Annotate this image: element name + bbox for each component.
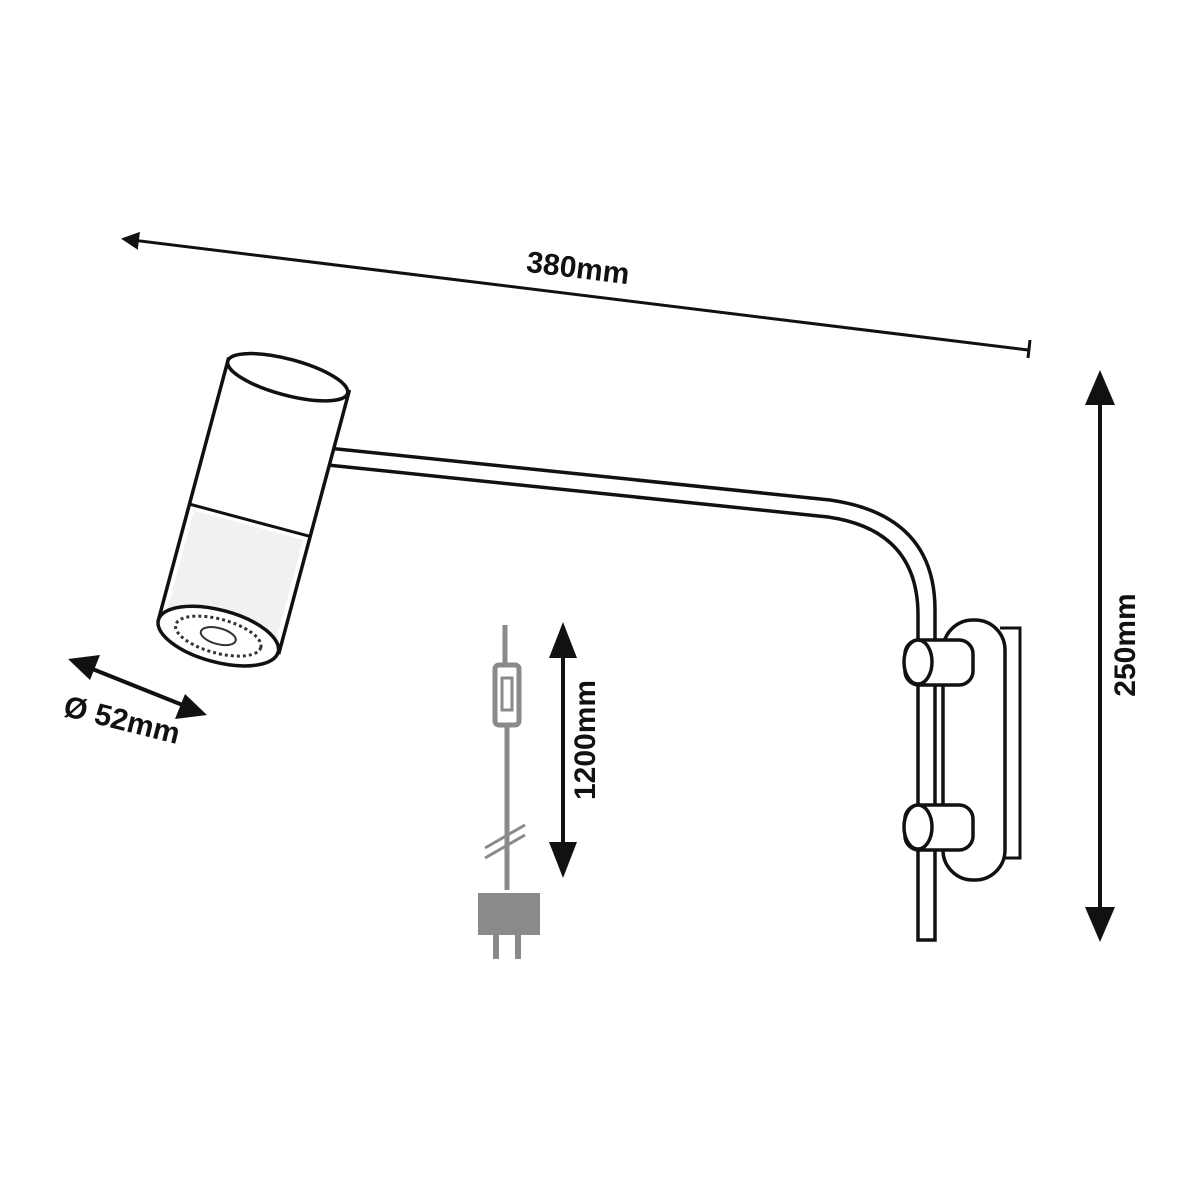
- mount-knob-top: [902, 638, 975, 687]
- lamp-arm: [317, 445, 937, 942]
- cable-length-label: 1200mm: [569, 680, 602, 800]
- height-dimension-arrow: [1085, 370, 1115, 942]
- inline-switch: [492, 662, 522, 728]
- length-label: 380mm: [525, 246, 632, 291]
- length-dimension-arrow: [121, 231, 1032, 359]
- mount-knob-bottom: [902, 803, 975, 852]
- diameter-dimension-arrow: [68, 655, 207, 719]
- cable-dimension-arrow: [549, 622, 577, 878]
- power-cable: [478, 625, 540, 959]
- lamp-bulb: [156, 604, 281, 668]
- height-label: 250mm: [1109, 593, 1142, 696]
- lamp-head: [156, 351, 352, 668]
- plug-icon: [478, 893, 540, 935]
